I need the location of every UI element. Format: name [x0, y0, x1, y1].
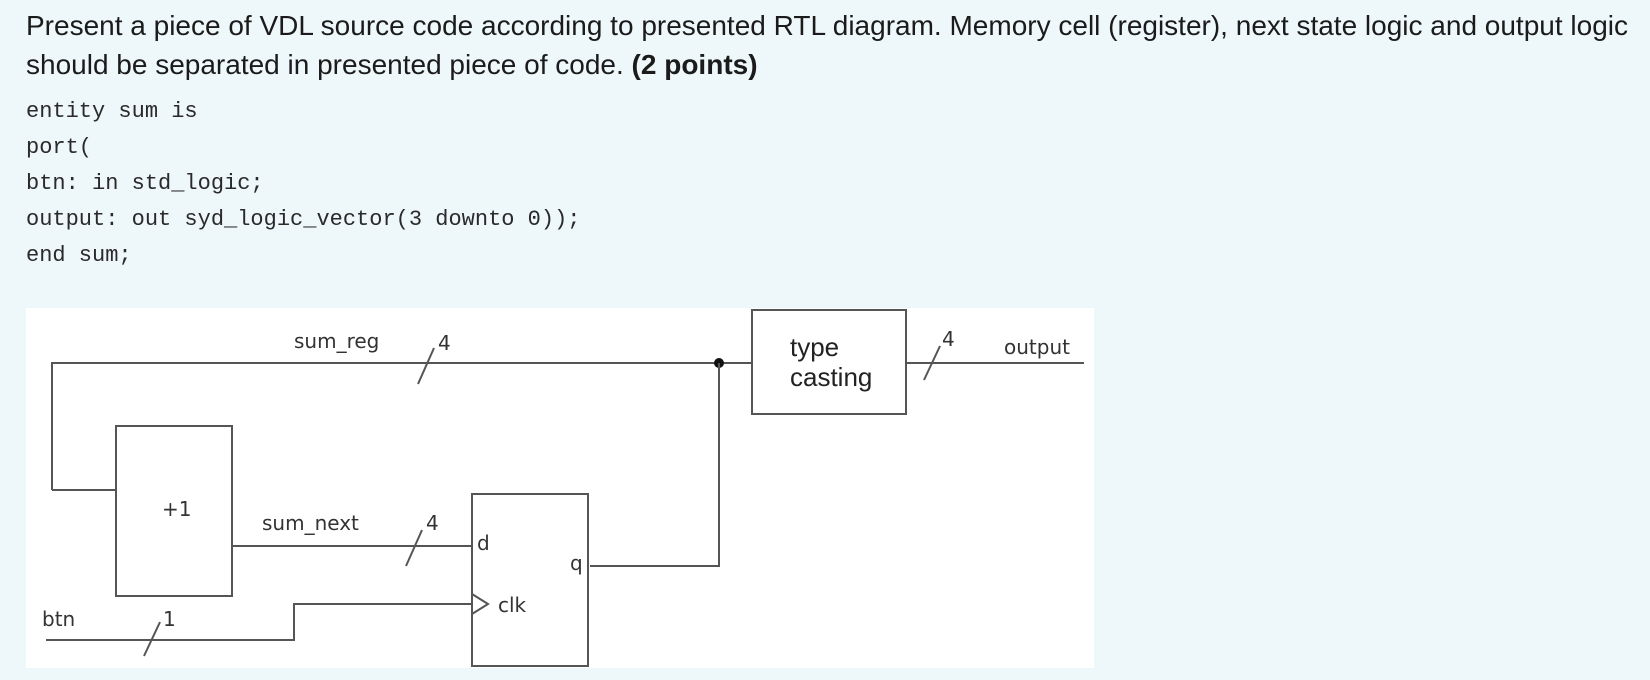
- question-points: (2 points): [631, 49, 758, 80]
- bus-slash-btn: [143, 621, 161, 657]
- rtl-diagram-svg: sum_reg 4 sum_next 4 btn 1 output 4 +1 d…: [42, 309, 1084, 667]
- clock-triangle-icon: [471, 593, 490, 615]
- label-btn-width: 1: [163, 607, 176, 631]
- code-line: end sum;: [26, 243, 132, 268]
- register-block: [471, 493, 589, 667]
- bus-slash-sum-reg: [417, 347, 435, 385]
- label-sum-next-width: 4: [426, 511, 439, 535]
- question-body: Present a piece of VDL source code accor…: [26, 10, 1629, 80]
- label-register-clk: clk: [498, 593, 527, 617]
- label-output-width: 4: [942, 327, 955, 351]
- label-sum-next: sum_next: [262, 511, 359, 535]
- bus-slash-output: [923, 345, 941, 381]
- label-btn: btn: [42, 607, 75, 631]
- question-text: Present a piece of VDL source code accor…: [26, 6, 1641, 84]
- label-sum-reg: sum_reg: [294, 329, 379, 353]
- wire-q-to-junction: [590, 363, 720, 567]
- incrementer-block: [115, 425, 233, 597]
- code-line: output: out syd_logic_vector(3 downto 0)…: [26, 207, 581, 232]
- wire-btn: [46, 603, 472, 641]
- code-line: port(: [26, 135, 93, 160]
- wire-sum-reg: [51, 362, 752, 490]
- code-line: btn: in std_logic;: [26, 171, 264, 196]
- label-type-casting-line1: type: [790, 332, 839, 362]
- label-incrementer: +1: [162, 497, 191, 521]
- type-casting-block: [751, 309, 907, 415]
- label-sum-reg-width: 4: [438, 331, 451, 355]
- bus-slash-sum-next: [405, 529, 423, 567]
- code-block: entity sum is port( btn: in std_logic; o…: [26, 94, 581, 274]
- code-line: entity sum is: [26, 99, 198, 124]
- label-output: output: [1004, 335, 1070, 359]
- label-register-q: q: [570, 551, 583, 575]
- label-register-d: d: [477, 531, 490, 555]
- label-type-casting-line2: casting: [790, 362, 872, 392]
- rtl-diagram: sum_reg 4 sum_next 4 btn 1 output 4 +1 d…: [26, 308, 1094, 668]
